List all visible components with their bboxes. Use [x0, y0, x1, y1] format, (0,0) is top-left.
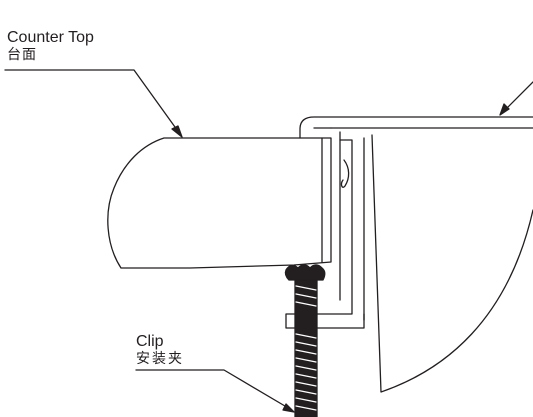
- sink-rim: [299, 116, 533, 139]
- clip-hook: [340, 159, 350, 188]
- clip-bracket: [285, 131, 365, 329]
- clip-label-zh: 安装夹: [136, 350, 184, 366]
- sink-leader-line: [502, 81, 533, 113]
- screw-threads: [295, 285, 317, 411]
- counter-top-label-en: Counter Top: [7, 29, 94, 46]
- sink-arrowhead: [499, 103, 510, 116]
- clip-label-en: Clip: [136, 333, 164, 350]
- counter-top-slab: [107, 137, 332, 269]
- counter-top-leader-line: [4, 69, 181, 135]
- clip-leader-line: [135, 369, 291, 410]
- clamp-screw: [294, 279, 318, 417]
- counter-top-label-zh: 台面: [7, 46, 37, 62]
- counter-top-arrowhead: [171, 125, 183, 138]
- clamp-knob: [284, 264, 326, 281]
- sink-bowl-outer-wall: [371, 134, 533, 393]
- clip-arrowhead: [282, 403, 295, 413]
